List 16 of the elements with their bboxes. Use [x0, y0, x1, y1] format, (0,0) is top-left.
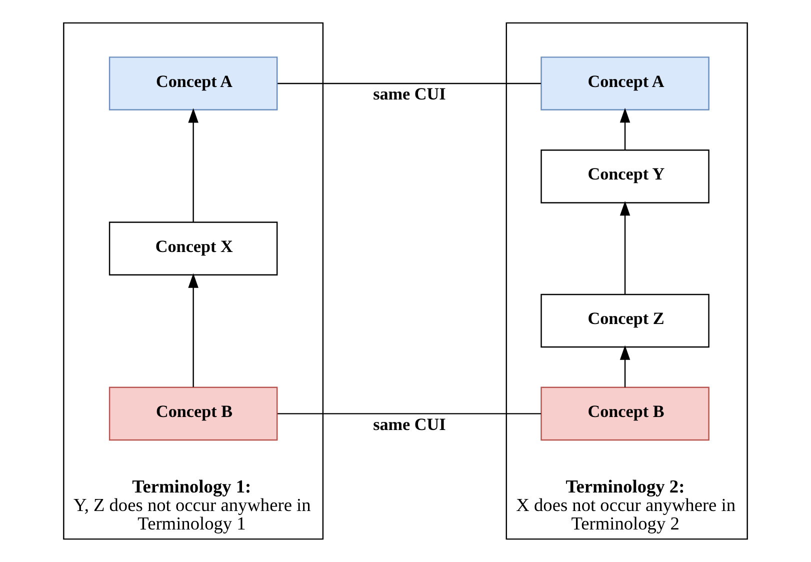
- arrow: [188, 273, 198, 388]
- node-box: Concept A: [108, 56, 278, 110]
- node-box: Concept B: [108, 386, 278, 441]
- arrow: [620, 108, 630, 150]
- node-box: Concept A: [540, 56, 710, 110]
- node-box: Concept Y: [540, 150, 710, 204]
- node-box: Concept Z: [540, 294, 710, 348]
- edge-label: same CUI: [373, 84, 446, 104]
- arrow: [620, 200, 630, 294]
- connector: [278, 413, 541, 414]
- node-box: Concept B: [540, 386, 710, 441]
- edge-label: same CUI: [373, 414, 446, 434]
- arrow: [188, 108, 198, 222]
- node-box: Concept X: [108, 222, 278, 276]
- connector: [278, 82, 541, 84]
- arrow: [620, 345, 630, 388]
